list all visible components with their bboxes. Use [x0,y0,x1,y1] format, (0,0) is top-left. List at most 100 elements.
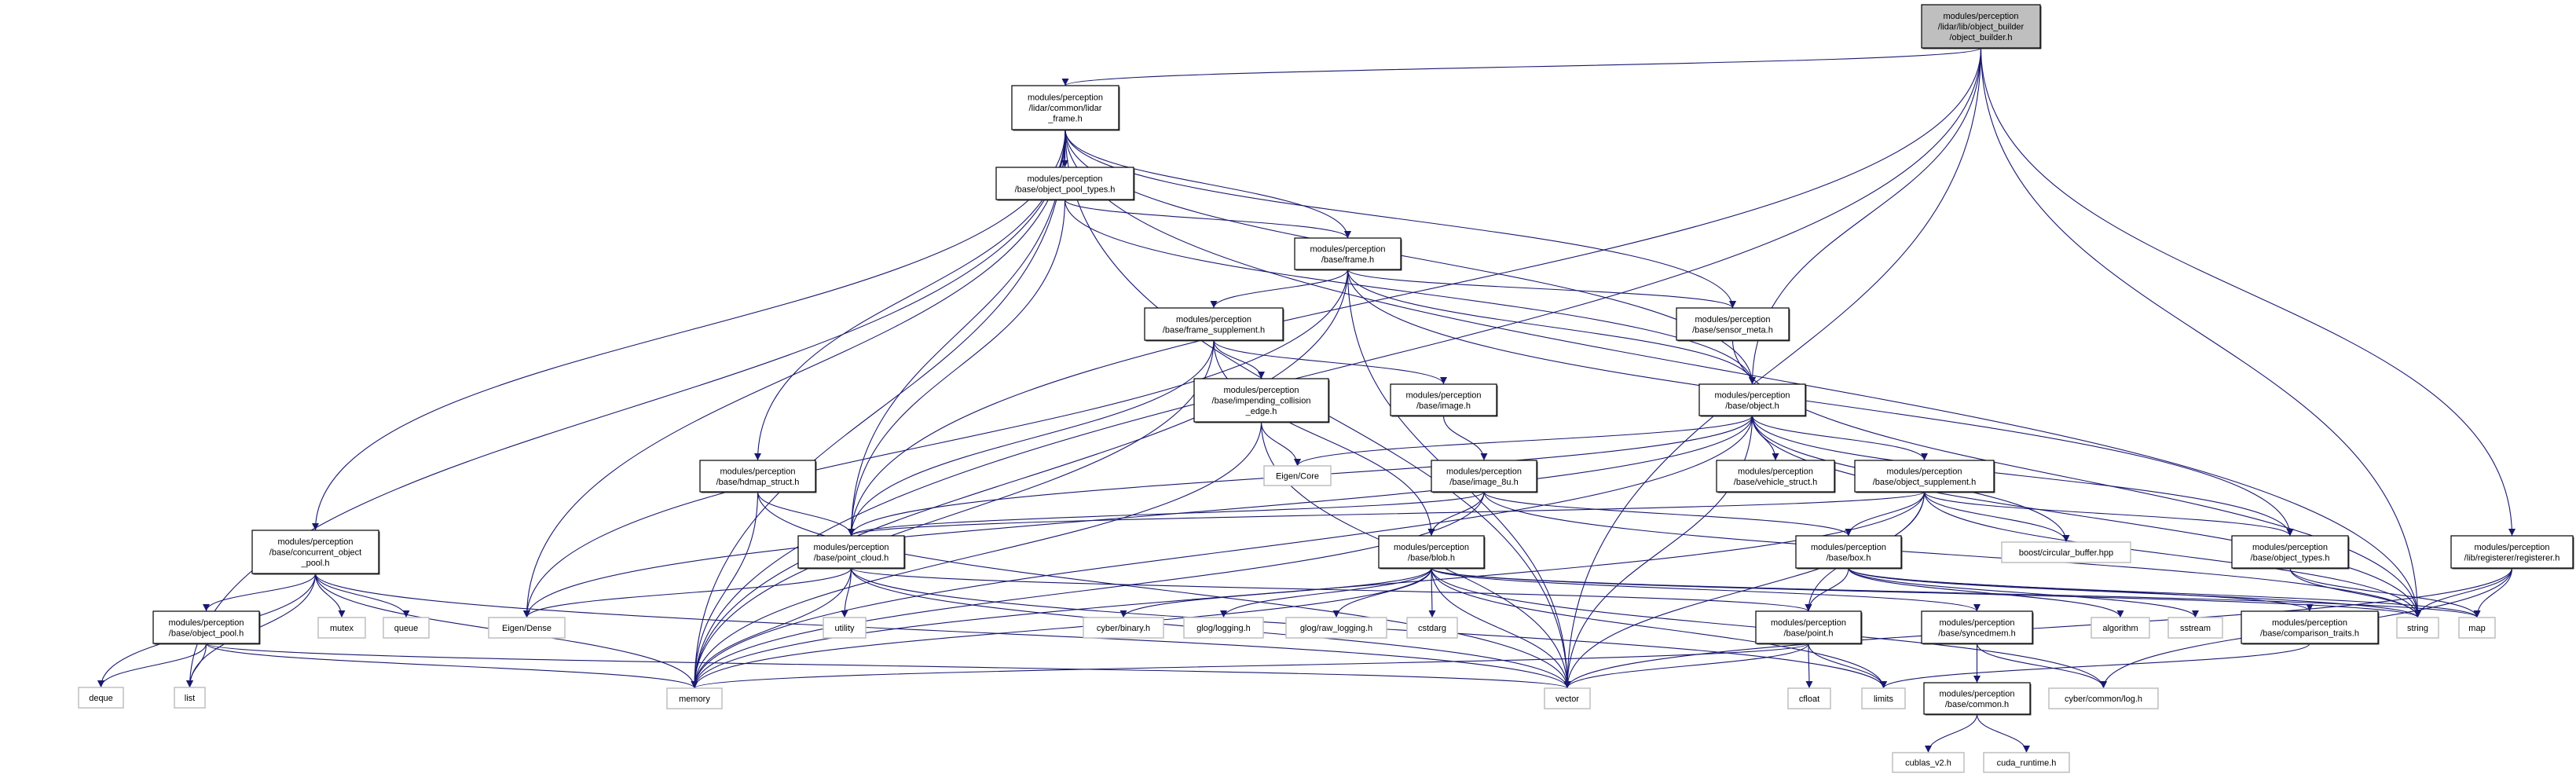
edge-frame_supplement-to-impending [1213,339,1265,379]
node-box [1755,610,1862,644]
node-algorithm[interactable]: algorithm [2090,617,2150,639]
node-frame[interactable]: modules/perception/base/frame.h [1294,237,1402,271]
node-comparison_traits[interactable]: modules/perception/base/comparison_trait… [2241,610,2380,645]
node-blob[interactable]: modules/perception/base/blob.h [1378,535,1486,570]
node-point[interactable]: modules/perception/base/point.h [1755,610,1863,645]
node-registerer[interactable]: modules/perception/lib/registerer/regist… [2450,535,2574,570]
node-syncedmem[interactable]: modules/perception/base/syncedmem.h [1921,610,2034,645]
node-box [2396,617,2439,639]
node-sstream[interactable]: sstream [2167,617,2223,639]
node-vehicle_struct[interactable]: modules/perception/base/vehicle_struct.h [1716,460,1836,493]
node-frame_supplement[interactable]: modules/perception/base/frame_supplement… [1144,307,1284,342]
node-label-line: algorithm [2102,624,2138,633]
edge-point_cloud-to-memory [691,567,852,689]
node-label-line: /base/object_types.h [2251,553,2330,563]
edge-image_8u-to-memory [691,491,1485,689]
edge-object-to-object_types [1751,415,2294,537]
edge-object_builder-to-string [1980,47,2421,618]
edge-registerer-to-string [2414,567,2513,618]
node-label-line: modules/perception [2272,618,2347,628]
edge-blob-to-map [1431,567,2481,618]
edge-object_supplement-to-object_types [1923,491,2294,537]
edge-frame_supplement-to-memory [691,339,1215,689]
node-cublas[interactable]: cublas_v2.h [1892,752,1965,773]
node-box [1083,617,1164,639]
node-box[interactable]: modules/perception/base/box.h [1795,535,1903,570]
node-object_supplement[interactable]: modules/perception/base/object_supplemen… [1854,460,1995,493]
node-box [1698,383,1806,416]
node-boost_cb[interactable]: boost/circular_buffer.hpp [2001,541,2131,563]
node-sensor_meta[interactable]: modules/perception/base/sensor_meta.h [1676,307,1790,342]
node-object[interactable]: modules/perception/base/object.h [1698,383,1807,417]
edge-object-to-memory [691,415,1753,689]
node-string[interactable]: string [2396,617,2439,639]
edge-frame_supplement-to-blob [1213,339,1435,537]
node-object_types[interactable]: modules/perception/base/object_types.h [2231,535,2350,570]
edge-hdmap_struct-to-point_cloud [757,491,855,537]
node-label-line: /object_builder.h [1949,33,2012,42]
node-concurrent_pool[interactable]: modules/perception/base/concurrent_objec… [251,530,380,575]
node-mutex[interactable]: mutex [317,617,366,639]
node-label-line: list [185,694,195,703]
node-image[interactable]: modules/perception/base/image.h [1390,383,1498,417]
node-label-line: modules/perception [1394,543,1469,552]
node-image_8u[interactable]: modules/perception/base/image_8u.h [1431,460,1538,493]
node-label-line: cyber/common/log.h [2065,695,2142,704]
node-cyber_binary[interactable]: cyber/binary.h [1083,617,1164,639]
node-label-line: /base/concurrent_object [269,548,361,558]
node-label-line: glog/logging.h [1196,624,1251,633]
node-label-line: modules/perception [277,537,353,547]
node-point_cloud[interactable]: modules/perception/base/point_cloud.h [797,535,906,570]
node-eigen_core[interactable]: Eigen/Core [1263,465,1332,486]
node-box [1431,460,1537,493]
edge-blob-to-syncedmem [1431,567,1981,612]
node-eigen_dense[interactable]: Eigen/Dense [488,617,566,639]
node-label-line: modules/perception [2474,543,2549,552]
node-label-line: _pool.h [300,559,329,568]
node-impending[interactable]: modules/perception/base/impending_collis… [1193,378,1330,423]
node-box [152,610,260,644]
node-deque[interactable]: deque [78,687,124,709]
edge-image_8u-to-string [1483,491,2421,618]
edge-object_supplement-to-point_cloud [848,491,1926,537]
node-utility[interactable]: utility [823,617,867,639]
node-list[interactable]: list [174,687,206,709]
node-object_pool_types[interactable]: modules/perception/base/object_pool_type… [995,167,1135,201]
node-label-line: modules/perception [1223,386,1299,395]
node-label-line: /lib/registerer/registerer.h [2464,553,2560,563]
node-object_builder[interactable]: modules/perception/lidar/lib/object_buil… [1921,4,2042,49]
edge-object_types-to-string [2289,567,2421,618]
node-object_pool[interactable]: modules/perception/base/object_pool.h [152,610,261,645]
node-queue[interactable]: queue [383,617,430,639]
node-cfloat[interactable]: cfloat [1787,687,1831,709]
node-label-line: modules/perception [1771,618,1846,628]
node-label-line: /base/image.h [1416,401,1471,411]
node-common[interactable]: modules/perception/base/common.h [1923,682,2032,716]
node-box [2231,535,2349,569]
node-label-line: /lidar/common/lidar [1029,104,1102,113]
node-cuda_runtime[interactable]: cuda_runtime.h [1983,752,2070,773]
node-limits[interactable]: limits [1861,687,1906,709]
edge-blob-to-glog_raw [1332,567,1432,618]
node-label-line: vector [1555,695,1579,704]
node-glog_logging[interactable]: glog/logging.h [1183,617,1264,639]
edge-object_supplement-to-box [1845,491,1926,537]
node-hdmap_struct[interactable]: modules/perception/base/hdmap_struct.h [699,460,817,493]
node-box [1390,383,1497,416]
node-cstdarg[interactable]: cstdarg [1406,617,1458,639]
node-label-line: deque [89,694,113,703]
node-box [78,687,124,709]
edge-lidar_frame-to-object [1064,129,1756,385]
edge-point-to-vector [1563,643,1809,689]
node-label-line: cstdarg [1418,624,1446,633]
node-label-line: /base/point.h [1784,629,1834,638]
node-cyber_log[interactable]: cyber/common/log.h [2048,687,2159,709]
node-glog_raw[interactable]: glog/raw_logging.h [1285,617,1387,639]
node-memory[interactable]: memory [666,687,723,709]
node-map[interactable]: map [2458,617,2496,639]
edge-comparison_traits-to-limits [1880,643,2310,689]
node-vector[interactable]: vector [1544,687,1591,709]
edge-object_supplement-to-vector [1563,491,1926,689]
edge-common-to-cuda_runtime [1976,713,2030,753]
node-lidar_frame[interactable]: modules/perception/lidar/common/lidar_fr… [1011,85,1120,131]
